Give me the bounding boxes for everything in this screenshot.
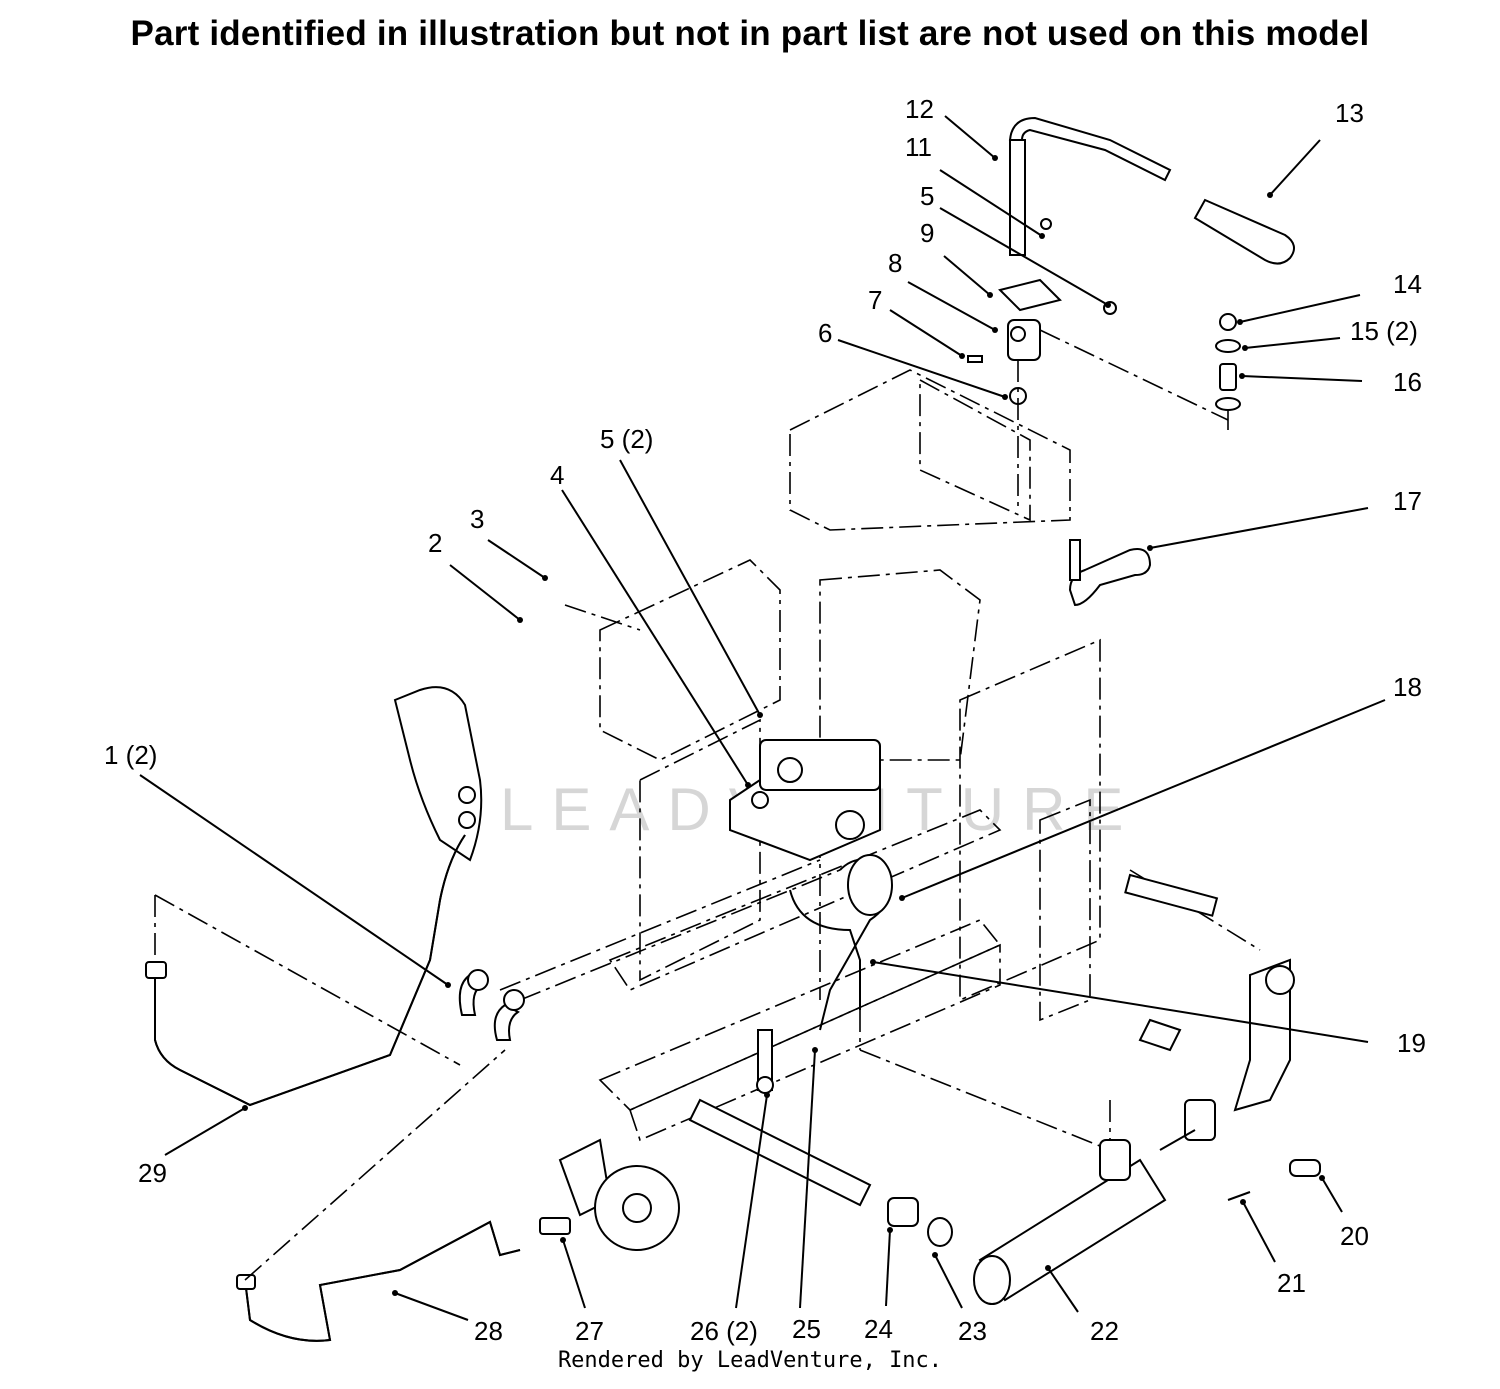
callout-9: 9 bbox=[920, 218, 934, 248]
callout-3: 3 bbox=[470, 504, 484, 534]
callout-13: 13 bbox=[1335, 98, 1364, 128]
callout-18: 18 bbox=[1393, 672, 1422, 702]
control-valve bbox=[729, 739, 881, 862]
callout-21: 21 bbox=[1277, 1268, 1306, 1298]
mounting-bolt bbox=[756, 1029, 774, 1094]
alignment-lines bbox=[154, 329, 1229, 1281]
lift-lever bbox=[1008, 116, 1295, 265]
callout-28: 28 bbox=[474, 1316, 503, 1346]
callout-2: 2 bbox=[428, 528, 442, 558]
callout-24: 24 bbox=[864, 1314, 893, 1344]
tube-line-29 bbox=[145, 834, 466, 1107]
callout-5-2: 5 (2) bbox=[600, 424, 653, 454]
callout-11: 11 bbox=[905, 132, 932, 162]
callout-5: 5 bbox=[920, 181, 934, 211]
hydraulic-hoses bbox=[789, 854, 893, 1031]
callout-6: 6 bbox=[818, 318, 832, 348]
spring-stack bbox=[1215, 313, 1241, 411]
callout-23: 23 bbox=[958, 1316, 987, 1346]
callout-19: 19 bbox=[1397, 1028, 1426, 1058]
callout-1: 1 (2) bbox=[104, 740, 157, 770]
callout-17: 17 bbox=[1393, 486, 1422, 516]
elbow-fittings bbox=[458, 969, 525, 1041]
callout-25: 25 bbox=[792, 1314, 821, 1344]
hydraulic-pump bbox=[393, 686, 483, 862]
diagram-heading: Part identified in illustration but not … bbox=[130, 14, 1370, 53]
rock-shaft bbox=[688, 1018, 1182, 1247]
render-credit: Rendered by LeadVenture, Inc. bbox=[557, 1348, 943, 1373]
callout-8: 8 bbox=[888, 248, 902, 278]
callout-14: 14 bbox=[1393, 269, 1422, 299]
tube-line-28 bbox=[236, 1220, 521, 1342]
leader-lines bbox=[139, 115, 1386, 1321]
callout-27: 27 bbox=[575, 1316, 604, 1346]
frame-chassis bbox=[499, 369, 1261, 1151]
callout-4: 4 bbox=[550, 460, 564, 490]
clevis-pin bbox=[1227, 1159, 1321, 1201]
lever-bracket bbox=[967, 278, 1117, 405]
callout-29: 29 bbox=[138, 1158, 167, 1188]
callout-12: 12 bbox=[905, 94, 934, 124]
lift-arm bbox=[1068, 539, 1152, 607]
callout-labels: 1 (2) 2 3 4 5 (2) 5 6 7 8 9 11 12 13 14 … bbox=[104, 94, 1426, 1346]
callout-20: 20 bbox=[1340, 1221, 1369, 1251]
hydraulic-motor bbox=[539, 1138, 680, 1251]
callout-26: 26 (2) bbox=[690, 1316, 758, 1346]
callout-15: 15 (2) bbox=[1350, 316, 1418, 346]
lift-cylinder bbox=[973, 873, 1295, 1305]
callout-22: 22 bbox=[1090, 1316, 1119, 1346]
callout-16: 16 bbox=[1393, 367, 1422, 397]
callout-7: 7 bbox=[868, 285, 882, 315]
